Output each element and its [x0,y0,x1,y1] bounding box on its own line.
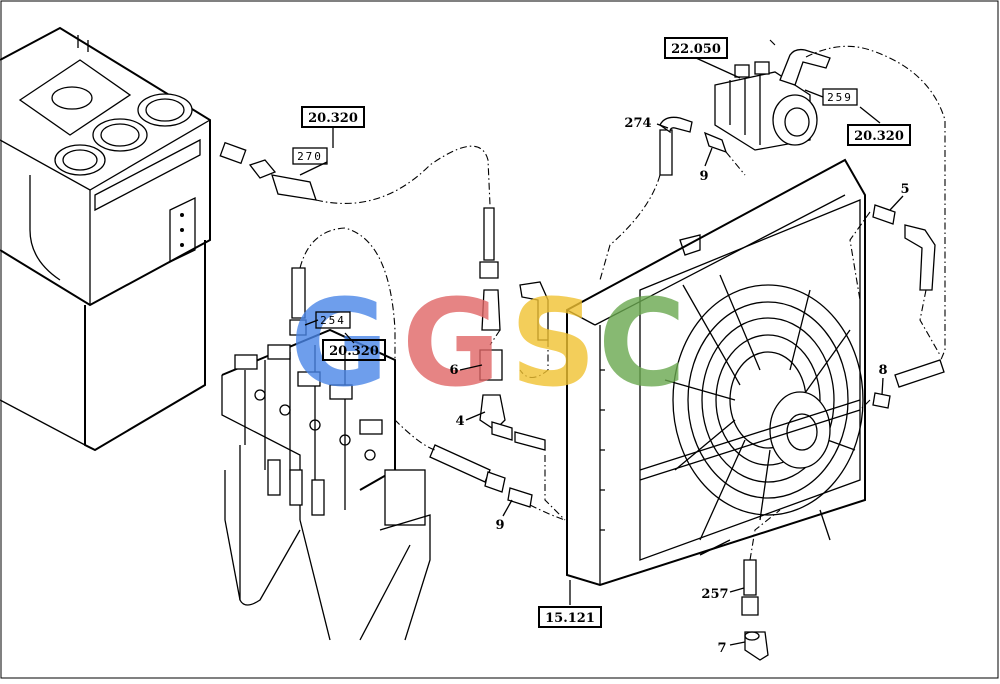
callout-257[interactable]: 257 [701,587,728,602]
control-valve-block [221,328,431,641]
watermark-letter: G [402,275,501,414]
watermark: G G S C [290,275,686,414]
fan-motor [714,48,831,151]
callout-9-bottom[interactable]: 9 [495,518,504,533]
callout-20320-lower[interactable]: 20.320 [329,344,379,359]
fittings [219,116,945,661]
callout-8[interactable]: 8 [878,363,887,378]
callout-box [847,124,911,146]
callout-22050[interactable]: 22.050 [671,42,721,57]
callout-20320-top[interactable]: 20.320 [308,111,358,126]
callout-6[interactable]: 6 [449,363,458,378]
callout-274[interactable]: 274 [624,116,651,131]
callouts: 20.320 270 22.050 259 20.320 274 9 5 254… [292,37,911,656]
watermark-letter: G [290,275,389,414]
callout-box [322,339,386,361]
callout-15121[interactable]: 15.121 [545,611,595,626]
callout-box-thin [292,147,328,165]
watermark-letter: S [510,275,596,414]
callout-20320-right[interactable]: 20.320 [854,129,904,144]
callout-4[interactable]: 4 [455,414,464,429]
leader-lines [299,57,904,646]
callout-270[interactable]: 270 [297,150,323,163]
oil-cooler-fan [566,158,866,587]
callout-box [664,37,728,59]
callout-box [301,106,365,128]
callout-259[interactable]: 259 [827,91,853,104]
callout-254[interactable]: 254 [320,314,346,327]
callout-box-thin [822,88,858,106]
hydraulic-tank [0,26,211,452]
callout-7[interactable]: 7 [717,641,726,656]
callout-9-top[interactable]: 9 [699,169,708,184]
flow-lines [299,39,946,561]
watermark-letter: C [598,275,686,414]
callout-box [538,606,602,628]
callout-box-thin [315,311,351,329]
callout-5[interactable]: 5 [900,182,909,197]
